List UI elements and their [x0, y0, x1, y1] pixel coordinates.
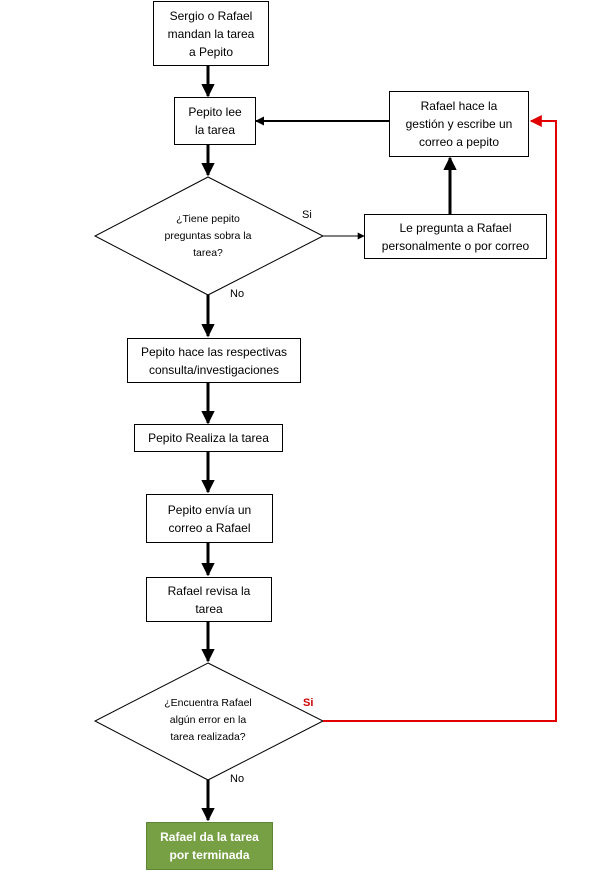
label-questions-yes: Si — [302, 209, 312, 221]
arrow-error-loop — [323, 115, 557, 722]
node-error-text: ¿Encuentra Rafael algún error en la tare… — [164, 697, 252, 743]
node-research: Pepito hace las respectivas consulta/inv… — [127, 338, 301, 383]
node-perform: Pepito Realiza la tarea — [134, 424, 283, 452]
node-questions-text: ¿Tiene pepito preguntas sobra la tarea? — [164, 213, 252, 259]
label-error-no: No — [230, 773, 245, 785]
label-error-yes: Si — [303, 697, 314, 709]
node-ask: Le pregunta a Rafael personalmente o por… — [364, 214, 547, 259]
node-email: Pepito envía un correo a Rafael — [146, 494, 273, 543]
node-start: Sergio o Rafael mandan la tarea a Pepito — [153, 1, 269, 66]
node-done: Rafael da la tarea por terminada — [146, 822, 273, 870]
node-read: Pepito lee la tarea — [174, 97, 256, 145]
node-answer: Rafael hace la gestión y escribe un corr… — [389, 91, 529, 157]
label-questions-no: No — [230, 288, 245, 300]
node-review: Rafael revisa la tarea — [146, 577, 272, 622]
